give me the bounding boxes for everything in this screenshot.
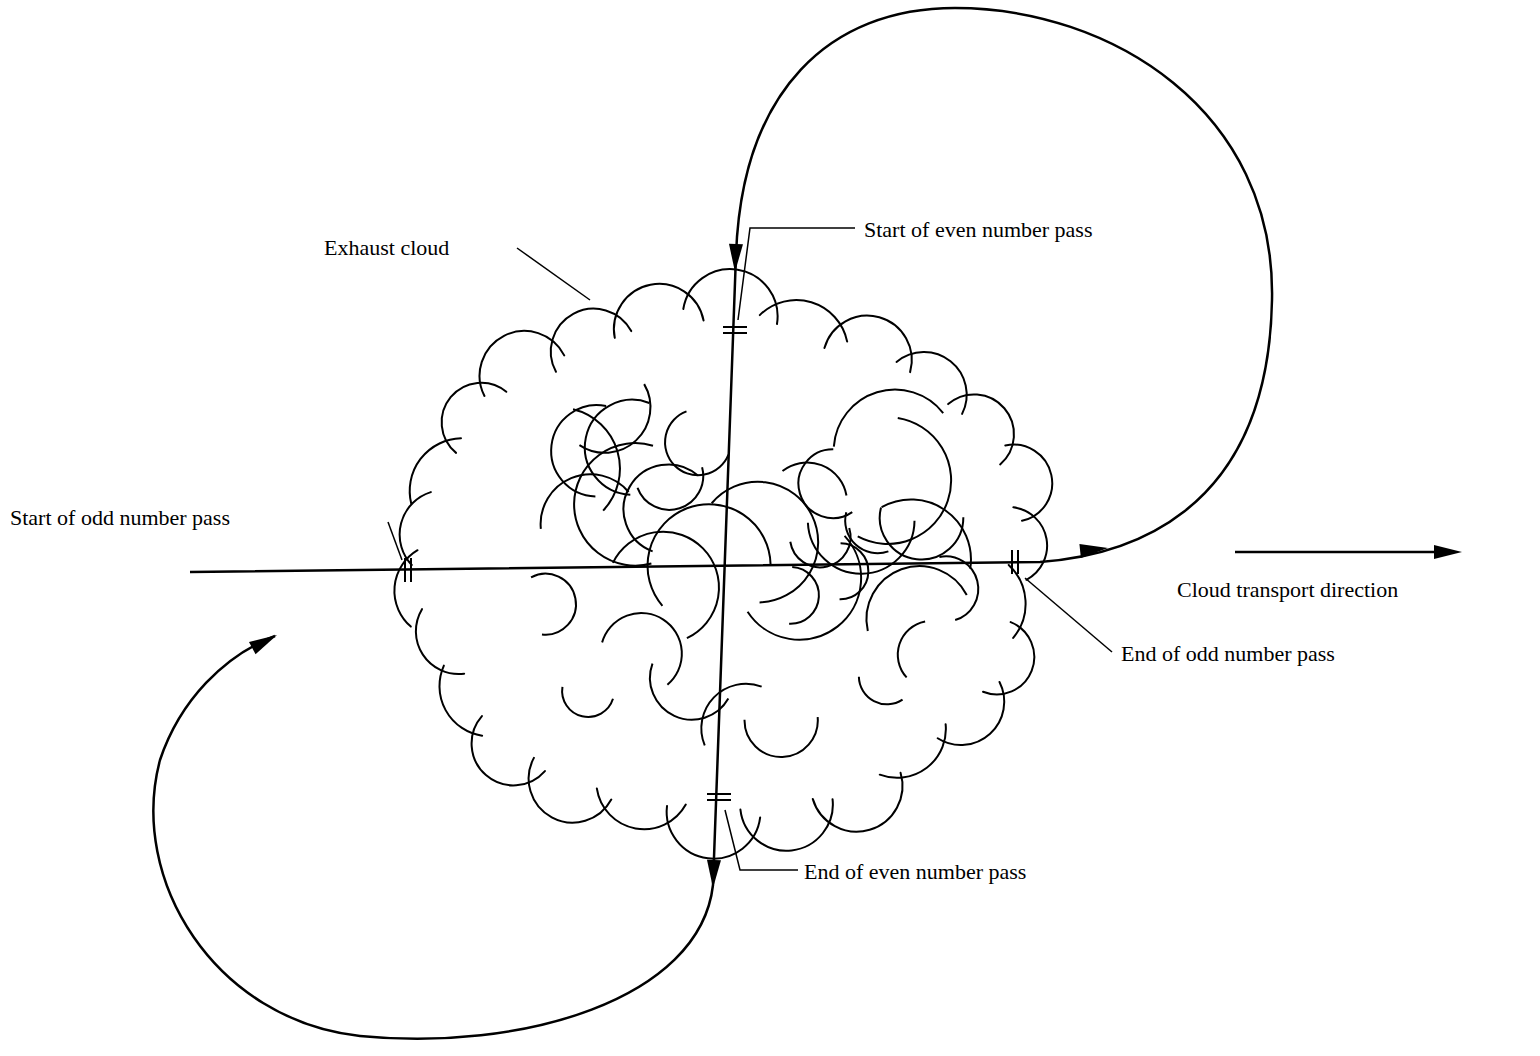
leader-line [738, 228, 855, 320]
cloud-billow [813, 773, 903, 832]
cloud-curl [531, 574, 576, 635]
cloud-curl [541, 474, 629, 529]
direction-label: Cloud transport direction [1175, 578, 1400, 602]
cloud-billow [897, 352, 967, 414]
cloud-billow [880, 724, 946, 778]
arrowhead [1079, 541, 1108, 558]
cloud-billow [551, 309, 631, 372]
callout-label: Start of odd number pass [8, 506, 232, 530]
transport-arrow [1235, 551, 1440, 554]
pass-tick [405, 558, 411, 582]
cloud-curl [858, 418, 951, 544]
cloud-curl [701, 684, 761, 746]
leader-line [388, 522, 402, 560]
cloud-billow [400, 492, 431, 565]
cloud-billow [1009, 565, 1026, 638]
cloud-curl [840, 543, 869, 599]
cloud-curl [551, 405, 606, 496]
cloud-billow [394, 550, 417, 626]
cloud-curl [748, 536, 862, 640]
cloud-billow [938, 682, 1005, 745]
cloud-curl [898, 621, 925, 677]
cloud-curl [859, 677, 903, 705]
cloud-curl [798, 449, 852, 518]
cloud-curl [562, 687, 613, 717]
cloud-curl [602, 613, 682, 685]
flight-path [153, 8, 1272, 1039]
cloud-billow [597, 788, 686, 829]
arrowhead [249, 629, 280, 655]
cloud-billow [760, 300, 847, 341]
leader-line [517, 248, 590, 300]
pass-tick [707, 794, 731, 800]
arrowhead [1434, 545, 1462, 559]
cloud-curl [882, 500, 971, 569]
cloud-curl [573, 409, 620, 510]
arrowhead [728, 244, 743, 272]
cloud-billow [824, 316, 911, 373]
cloud-billow [442, 383, 507, 453]
callout-label: End of odd number pass [1119, 642, 1337, 666]
cloud-curl [790, 528, 850, 567]
cloud-billow [740, 799, 832, 851]
leader-line [1025, 578, 1112, 652]
callout-label: Start of even number pass [862, 218, 1095, 242]
cloud-curl [845, 512, 888, 553]
callout-label: End of even number pass [802, 860, 1028, 884]
cloud-curl [613, 532, 719, 638]
callout-label: Exhaust cloud [322, 236, 451, 260]
cloud-billow [948, 394, 1014, 464]
arrowhead [706, 860, 721, 888]
cloud-curl [638, 467, 704, 510]
cloud-curl [939, 556, 978, 620]
pass-tick [723, 327, 747, 333]
cloud-billow [416, 609, 464, 674]
cloud-curl [866, 566, 966, 631]
cloud-billow [1005, 445, 1052, 521]
cloud-billow [410, 438, 461, 503]
cloud-curl [650, 664, 728, 720]
cloud-billow [472, 716, 545, 785]
cloud-billow [529, 758, 612, 823]
cloud-curl [834, 390, 943, 447]
cloud-curl [745, 717, 818, 757]
cloud-billow [983, 622, 1034, 694]
pass-tick [1012, 550, 1018, 574]
cloud-billow [439, 666, 482, 736]
cloud-billow [683, 269, 777, 324]
leader-line [725, 810, 798, 870]
cloud-curl [782, 462, 846, 495]
cloud-curl [789, 567, 819, 624]
